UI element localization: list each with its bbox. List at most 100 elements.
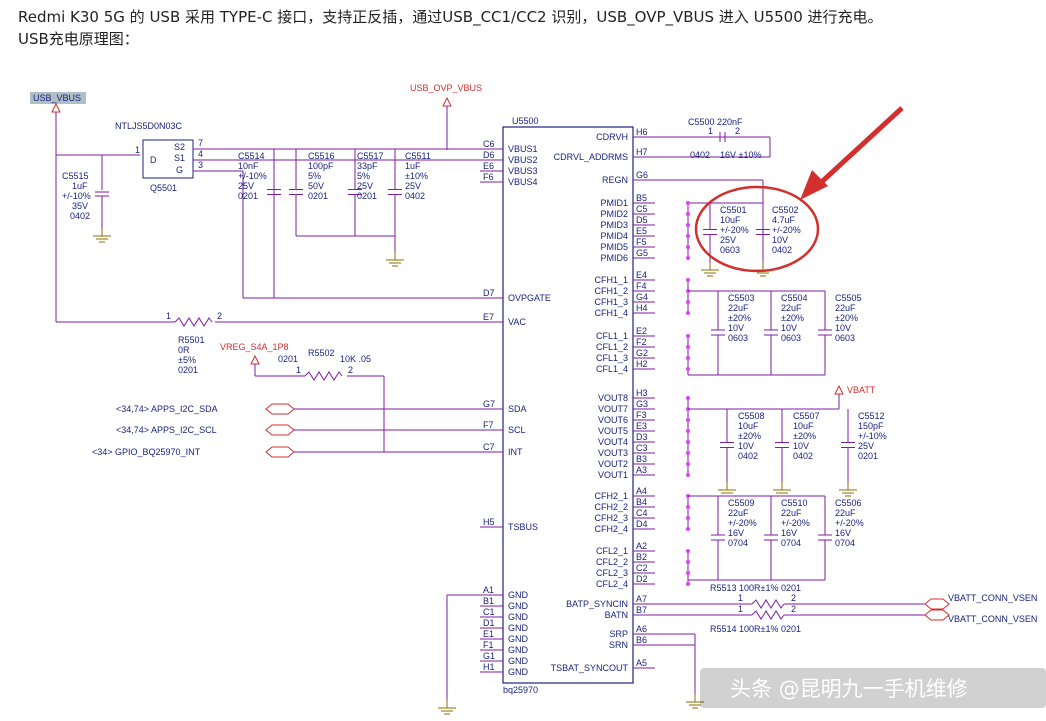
net-vbatt: VBATT <box>834 384 876 395</box>
pin-number: G7 <box>483 399 495 409</box>
svg-text:0402: 0402 <box>690 150 710 160</box>
pin-name: INT <box>508 447 523 457</box>
pin-name: TSBUS <box>508 522 538 532</box>
pin-number: D7 <box>483 288 495 298</box>
pin-number: D4 <box>636 519 648 529</box>
svg-text:R5513 100R±1% 0201: R5513 100R±1% 0201 <box>710 583 801 593</box>
pin-name: GND <box>508 667 529 677</box>
svg-text:16V ±10%: 16V ±10% <box>720 150 761 160</box>
pin-number: E6 <box>483 161 494 171</box>
pin-number: E2 <box>636 326 647 336</box>
svg-text:1: 1 <box>135 145 140 155</box>
pin-number: G2 <box>636 348 648 358</box>
pin-name: VOUT1 <box>598 470 628 480</box>
pin-number: C3 <box>636 443 648 453</box>
pin-number: F5 <box>636 237 647 247</box>
pin-number: B7 <box>636 605 647 615</box>
pin-name: CFH1_1 <box>594 275 628 285</box>
pin-name: VBUS1 <box>508 144 538 154</box>
pin-number: G5 <box>636 248 648 258</box>
pin-name: GND <box>508 623 529 633</box>
svg-text:1: 1 <box>296 365 301 375</box>
pin-number: C1 <box>483 607 495 617</box>
intro-text: Redmi K30 5G 的 USB 采用 TYPE-C 接口，支持正反插，通过… <box>18 6 1028 50</box>
pin-name: BATN <box>605 610 628 620</box>
pin-number: H5 <box>483 517 495 527</box>
pin-name: PMID3 <box>600 220 628 230</box>
svg-text:2: 2 <box>217 311 222 321</box>
pin-number: F2 <box>636 337 647 347</box>
svg-text:R5502: R5502 <box>308 348 335 358</box>
highlight-arrow <box>800 106 904 200</box>
svg-text:3: 3 <box>198 160 203 170</box>
pin-name: CFL1_3 <box>596 353 628 363</box>
pin-number: F7 <box>483 420 494 430</box>
pin-number: F3 <box>636 410 647 420</box>
pin-number: B5 <box>636 193 647 203</box>
pin-number: D6 <box>483 150 495 160</box>
mosfet-q5501: NTLJS5D0N03C D S2 S1 G Q5501 1 7 4 3 <box>115 121 503 299</box>
svg-text:<34,74> APPS_I2C_SDA: <34,74> APPS_I2C_SDA <box>116 404 218 414</box>
pin-name: VOUT5 <box>598 426 628 436</box>
pin-name: OVPGATE <box>508 293 551 303</box>
svg-text:2: 2 <box>348 365 353 375</box>
pin-number: B2 <box>636 552 647 562</box>
pin-name: CFH2_1 <box>594 491 628 501</box>
pin-name: REGN <box>602 175 628 185</box>
pin-name: VOUT3 <box>598 448 628 458</box>
pin-name: GND <box>508 634 529 644</box>
pin-number: A1 <box>483 585 494 595</box>
pin-name: CFL2_1 <box>596 546 628 556</box>
pin-number: F1 <box>483 640 494 650</box>
watermark-text: 头条 @昆明九一手机维修 <box>730 677 968 701</box>
pin-number: G1 <box>483 651 495 661</box>
pin-number: H6 <box>636 127 648 137</box>
pin-name: SRN <box>609 640 628 650</box>
pin-number: B3 <box>636 454 647 464</box>
svg-text:<34,74> APPS_I2C_SCL: <34,74> APPS_I2C_SCL <box>116 425 217 435</box>
pin-name: GND <box>508 645 529 655</box>
signal-scl: <34,74> APPS_I2C_SCL <box>116 424 480 436</box>
pin-number: C7 <box>483 442 495 452</box>
net-usb-vbus-label: USB_VBUS <box>33 93 81 103</box>
svg-text:10K .05: 10K .05 <box>340 354 371 364</box>
pin-name: CDRVL_ADDRMS <box>554 152 628 162</box>
pin-name: CFL2_2 <box>596 557 628 567</box>
pin-name: CFH2_2 <box>594 502 628 512</box>
pin-number: B6 <box>636 635 647 645</box>
intro-line-1: Redmi K30 5G 的 USB 采用 TYPE-C 接口，支持正反插，通过… <box>18 8 883 26</box>
pin-name: GND <box>508 612 529 622</box>
pin-number: H1 <box>483 662 495 672</box>
pin-name: SDA <box>508 404 527 414</box>
pin-number: F4 <box>636 281 647 291</box>
pin-number: H7 <box>636 147 648 157</box>
pin-number: E5 <box>636 226 647 236</box>
svg-text:1: 1 <box>166 311 171 321</box>
pin-name: VOUT6 <box>598 415 628 425</box>
pin-name: CFL2_3 <box>596 568 628 578</box>
pin-name: PMID1 <box>600 198 628 208</box>
pin-name: SCL <box>508 425 526 435</box>
pin-number: D2 <box>636 574 648 584</box>
pin-number: A7 <box>636 594 647 604</box>
chip-part: bq25970 <box>503 685 538 695</box>
pin-name: VOUT4 <box>598 437 628 447</box>
pin-name: CFH1_4 <box>594 308 628 318</box>
